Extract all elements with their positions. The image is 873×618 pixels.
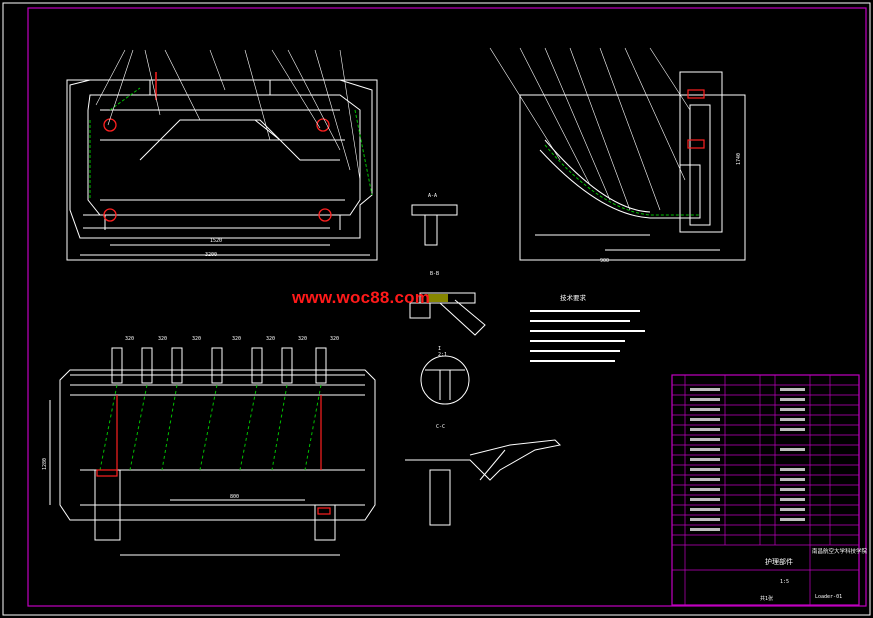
title-block-scale: 1:5 [780, 579, 789, 585]
section-b [409, 292, 486, 336]
svg-text:320: 320 [125, 336, 134, 342]
section-b-label: B-B [430, 271, 439, 277]
notes-title: 技术要求 [560, 293, 587, 302]
side-view [519, 71, 746, 261]
section-i-label: I [438, 346, 441, 352]
section-c [405, 439, 562, 526]
svg-text:320: 320 [192, 336, 201, 342]
section-a-label: A-A [428, 193, 437, 199]
side-view-accents [687, 89, 705, 149]
title-block-sheet: 共1张 [760, 595, 773, 602]
svg-text:320: 320 [158, 336, 167, 342]
title-block-school: 南昌航空大学科技学院 [812, 547, 868, 555]
side-leaders [489, 47, 691, 211]
bottom-dim-2: 800 [230, 494, 239, 500]
front-view-green [89, 87, 373, 200]
side-dim-1: 900 [600, 258, 609, 264]
bottom-dim-1: 1280 [42, 458, 48, 470]
section-i-scale: 2:1 [438, 352, 447, 358]
bottom-view-green [99, 384, 322, 471]
front-dim-1: 1520 [210, 238, 222, 244]
side-view-green [544, 144, 700, 216]
title-block-drawing-no: Loader-01 [815, 594, 842, 600]
front-view [66, 79, 378, 261]
bottom-top-dims: 320 320 320 320 320 320 320 [125, 336, 339, 342]
svg-text:320: 320 [330, 336, 339, 342]
bottom-view [49, 369, 376, 556]
parts-list-rows [672, 384, 859, 571]
notes-lines [530, 310, 645, 362]
front-leaders [95, 49, 361, 181]
section-b-highlight [428, 294, 448, 302]
section-i [420, 355, 470, 405]
parts-list-cols [684, 375, 831, 605]
title-block [671, 374, 860, 606]
svg-text:320: 320 [266, 336, 275, 342]
inner-border [27, 7, 867, 607]
title-block-title: 护理部件 [765, 557, 793, 566]
bottom-view-pins [111, 347, 327, 384]
svg-text:320: 320 [232, 336, 241, 342]
side-dim-2: 1740 [736, 153, 742, 165]
section-c-label: C-C [436, 424, 445, 430]
svg-text:320: 320 [298, 336, 307, 342]
front-dim-2: 3200 [205, 252, 217, 258]
parts-list-text-marks [690, 388, 805, 531]
watermark-text: www.woc88.com [292, 288, 431, 307]
front-view-holes [103, 118, 332, 222]
section-a [411, 204, 458, 246]
bottom-view-red [96, 395, 331, 515]
